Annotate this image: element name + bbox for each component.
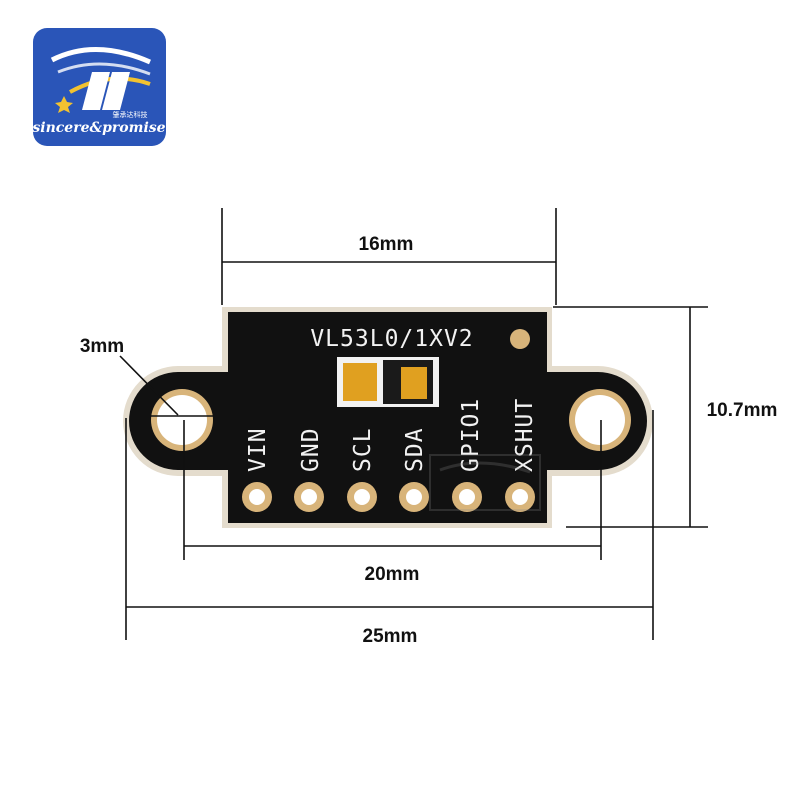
mounting-hole-left (151, 389, 213, 451)
pin-label-xshut: XSHUT (512, 398, 538, 472)
pin-label-scl: SCL (350, 427, 376, 472)
pin-pad-vin (242, 482, 272, 512)
dimension-label-3mm: 3mm (80, 336, 124, 357)
dimension-16mm: 16mm (221, 208, 557, 305)
dimension-label-25mm: 25mm (363, 626, 418, 647)
logo-brand-name: sincere&promise (32, 120, 165, 136)
pin-label-vin: VIN (245, 427, 271, 472)
pin-pads (242, 482, 535, 512)
pin-label-gnd: GND (298, 427, 324, 472)
tof-sensor (337, 357, 439, 407)
pin-pad-xshut (505, 482, 535, 512)
dimension-25mm: 25mm (125, 410, 654, 647)
sensor-board: VL53L0/1XV2 VIN GND SCL SDA GPIO1 XSHUT (123, 307, 653, 528)
pin-pad-sda (399, 482, 429, 512)
logo-chinese-name: 肇承达科技 (113, 110, 148, 119)
pin-label-gpio1: GPIO1 (458, 398, 484, 472)
pin-pad-gnd (294, 482, 324, 512)
dimension-label-16mm: 16mm (359, 234, 414, 255)
board-model-label: VL53L0/1XV2 (310, 326, 473, 352)
dimension-10-7mm: 10.7mm (553, 306, 778, 528)
brand-logo: 肇承达科技 sincere&promise (32, 28, 166, 146)
logo-emblem-icon (50, 47, 151, 113)
pcb-body (129, 312, 647, 523)
pin-pad-gpio1 (452, 482, 482, 512)
watermark-graphic (429, 454, 541, 511)
dimension-20mm: 20mm (183, 420, 602, 585)
pin-labels: VIN GND SCL SDA GPIO1 XSHUT (245, 398, 538, 472)
dimension-label-10-7mm: 10.7mm (707, 400, 778, 421)
dimension-3mm: 3mm (80, 336, 214, 417)
via-pad (510, 329, 530, 349)
dimension-label-20mm: 20mm (365, 564, 420, 585)
pin-label-sda: SDA (402, 427, 428, 472)
pin-pad-scl (347, 482, 377, 512)
mounting-hole-right (569, 389, 631, 451)
